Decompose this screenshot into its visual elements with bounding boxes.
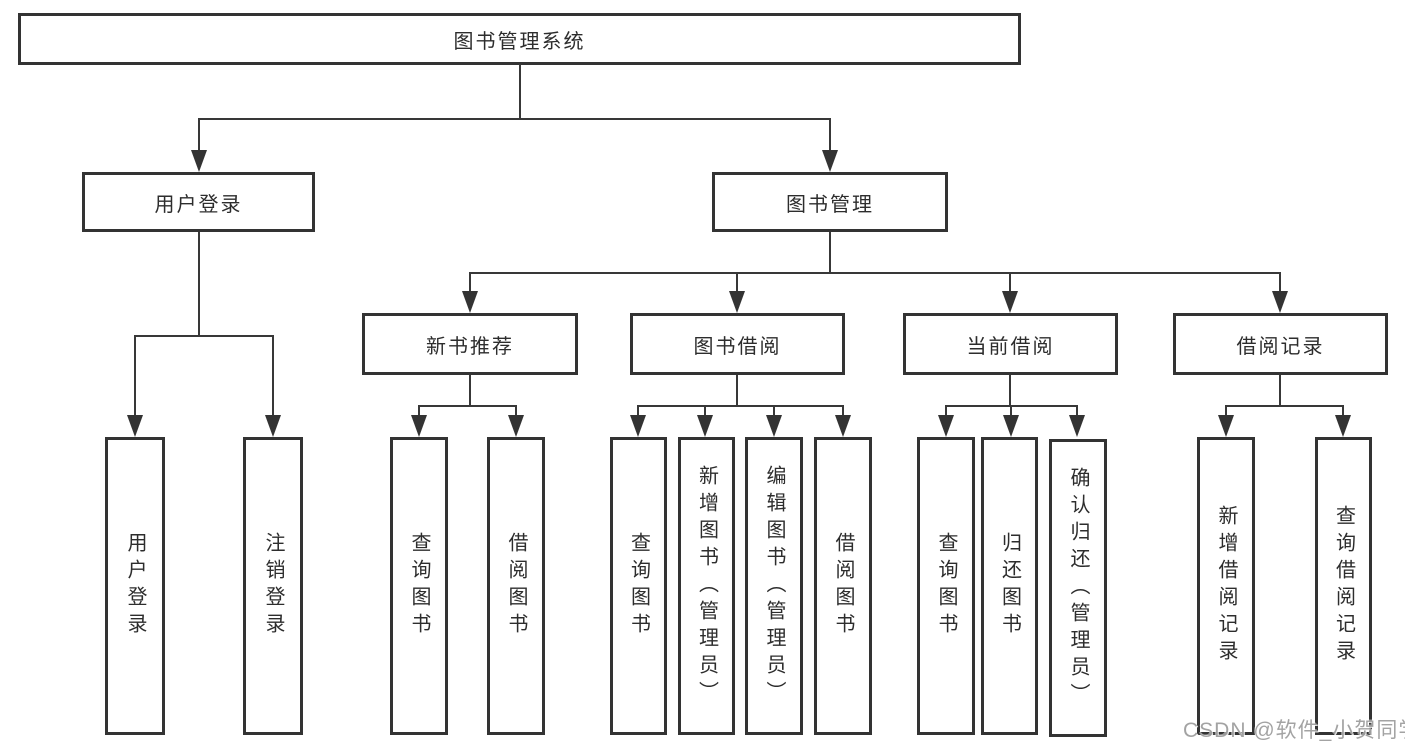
node-book-management: 图书管理 xyxy=(712,172,948,232)
connector-line xyxy=(736,375,738,406)
leaf-user-login: 用户登录 xyxy=(105,437,165,735)
leaf-query-books: 查询图书 xyxy=(610,437,667,735)
connector-line xyxy=(418,405,517,407)
arrow-down-icon xyxy=(766,415,782,437)
node-book-borrow: 图书借阅 xyxy=(630,313,845,375)
arrow-down-icon xyxy=(630,415,646,437)
connector-line xyxy=(469,272,471,293)
arrow-down-icon xyxy=(697,415,713,437)
connector-line xyxy=(637,405,843,407)
arrow-down-icon xyxy=(1069,415,1085,437)
leaf-borrow-books: 借阅图书 xyxy=(487,437,545,735)
leaf-edit-book-admin: 编辑图书（管理员） xyxy=(745,437,803,735)
connector-line xyxy=(1076,405,1078,417)
connector-line xyxy=(637,405,639,417)
arrow-down-icon xyxy=(1335,415,1351,437)
node-new-book-recommend: 新书推荐 xyxy=(362,313,578,375)
connector-line xyxy=(469,375,471,406)
arrow-down-icon xyxy=(938,415,954,437)
connector-line xyxy=(1225,405,1227,417)
arrow-down-icon xyxy=(835,415,851,437)
arrow-down-icon xyxy=(1003,415,1019,437)
connector-line xyxy=(1009,272,1011,293)
leaf-add-book-admin: 新增图书（管理员） xyxy=(678,437,735,735)
leaf-logout: 注销登录 xyxy=(243,437,303,735)
leaf-query-books: 查询图书 xyxy=(390,437,448,735)
leaf-query-books: 查询图书 xyxy=(917,437,975,735)
connector-line xyxy=(134,335,136,417)
leaf-add-borrow-record: 新增借阅记录 xyxy=(1197,437,1255,735)
connector-line xyxy=(842,405,844,417)
connector-root-stem xyxy=(519,64,521,119)
connector-line xyxy=(198,118,200,152)
connector-line xyxy=(515,405,517,417)
connector-line xyxy=(272,335,274,417)
arrow-down-icon xyxy=(1272,291,1288,313)
arrow-down-icon xyxy=(191,150,207,172)
connector-line xyxy=(1009,375,1011,406)
connector-line xyxy=(418,405,420,417)
arrow-down-icon xyxy=(822,150,838,172)
arrow-down-icon xyxy=(265,415,281,437)
connector-line xyxy=(1010,405,1012,417)
leaf-confirm-return-admin: 确认归还（管理员） xyxy=(1049,439,1107,737)
leaf-return-book: 归还图书 xyxy=(981,437,1038,735)
arrow-down-icon xyxy=(127,415,143,437)
connector-user-login-rail xyxy=(134,335,274,337)
node-user-login: 用户登录 xyxy=(82,172,315,232)
node-library-management-system: 图书管理系统 xyxy=(18,13,1021,65)
arrow-down-icon xyxy=(729,291,745,313)
arrow-down-icon xyxy=(462,291,478,313)
node-borrow-records: 借阅记录 xyxy=(1173,313,1388,375)
connector-line xyxy=(945,405,947,417)
watermark: CSDN @软件_小贺同学 xyxy=(1183,719,1405,742)
connector-line xyxy=(704,405,706,417)
connector-line xyxy=(1279,272,1281,293)
connector-level2-rail xyxy=(198,118,831,120)
connector-line xyxy=(829,118,831,152)
arrow-down-icon xyxy=(1002,291,1018,313)
leaf-borrow-books: 借阅图书 xyxy=(814,437,872,735)
connector-level3-rail xyxy=(469,272,1281,274)
arrow-down-icon xyxy=(411,415,427,437)
connector-line xyxy=(1342,405,1344,417)
connector-line xyxy=(736,272,738,293)
node-current-borrow: 当前借阅 xyxy=(903,313,1118,375)
connector-line xyxy=(1279,375,1281,406)
connector-user-login-stem xyxy=(198,232,200,336)
connector-book-mgmt-stem xyxy=(829,232,831,273)
connector-line xyxy=(1225,405,1344,407)
arrow-down-icon xyxy=(1218,415,1234,437)
arrow-down-icon xyxy=(508,415,524,437)
leaf-query-borrow-record: 查询借阅记录 xyxy=(1315,437,1372,735)
connector-line xyxy=(773,405,775,417)
